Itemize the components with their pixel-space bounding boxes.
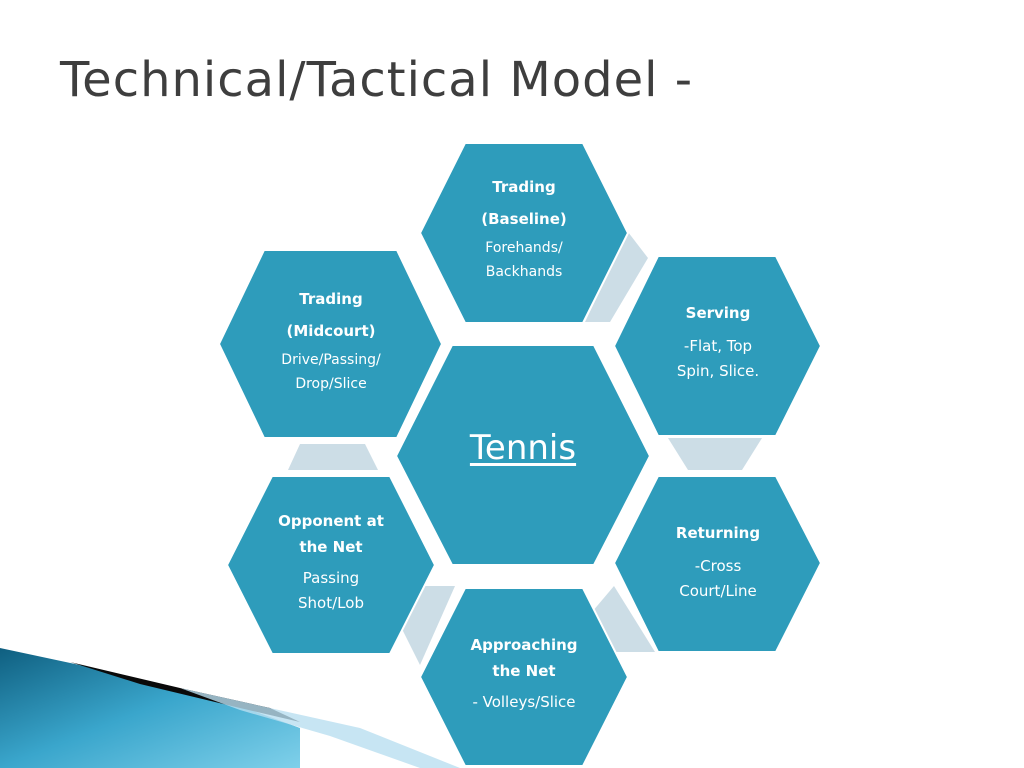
heading-line: Approaching — [470, 636, 578, 654]
hex-label-opponent-at-net: Opponent at the Net Passing Shot/Lob — [256, 508, 406, 616]
hexagon-serving — [612, 255, 823, 437]
decorative-swoosh — [0, 648, 460, 768]
hexagon-trading-baseline — [418, 142, 630, 324]
detail-line: Passing — [302, 569, 360, 587]
detail-line: Spin, Slice. — [676, 362, 760, 380]
detail-line: -Flat, Top — [683, 337, 753, 355]
heading-line: Trading — [492, 178, 556, 196]
heading-line: Opponent at — [278, 512, 384, 530]
heading-line: (Midcourt) — [286, 322, 376, 340]
heading-line: Trading — [299, 290, 363, 308]
hexagon-layer — [217, 142, 823, 767]
slide-title: Technical/Tactical Model - — [60, 52, 694, 108]
heading-line: Serving — [685, 304, 751, 322]
heading-line: the Net — [299, 538, 363, 556]
detail-line: Shot/Lob — [298, 594, 364, 612]
hex-label-returning: Returning -Cross Court/Line — [644, 520, 792, 604]
hexagon-opponent-at-net — [225, 475, 437, 655]
hexagon-returning — [612, 475, 823, 653]
heading-line: Returning — [675, 524, 761, 542]
center-label-tennis: Tennis — [469, 428, 577, 468]
detail-line: Drop/Slice — [295, 376, 367, 392]
detail-line: - Volleys/Slice — [472, 693, 576, 711]
detail-line: Forehands/ — [485, 240, 563, 256]
heading-line: (Baseline) — [481, 210, 567, 228]
hexagon-center-tennis — [394, 344, 652, 566]
hex-label-serving: Serving -Flat, Top Spin, Slice. — [644, 300, 792, 384]
hexagon-trading-midcourt — [217, 249, 444, 439]
detail-line: Backhands — [485, 264, 563, 280]
connector-opponent-midcourt — [288, 444, 378, 470]
hex-label-trading-midcourt: Trading (Midcourt) Drive/Passing/ Drop/S… — [252, 286, 410, 396]
hexagon-approaching-net — [418, 587, 630, 767]
hex-label-trading-baseline: Trading (Baseline) Forehands/ Backhands — [450, 174, 598, 284]
connector-serving-returning — [668, 438, 762, 470]
hex-label-approaching-net: Approaching the Net - Volleys/Slice — [445, 632, 603, 715]
detail-line: Drive/Passing/ — [281, 352, 381, 368]
connector-baseline-serving — [585, 232, 648, 322]
detail-line: Court/Line — [679, 582, 757, 600]
heading-line: the Net — [492, 662, 556, 680]
detail-line: -Cross — [694, 557, 742, 575]
